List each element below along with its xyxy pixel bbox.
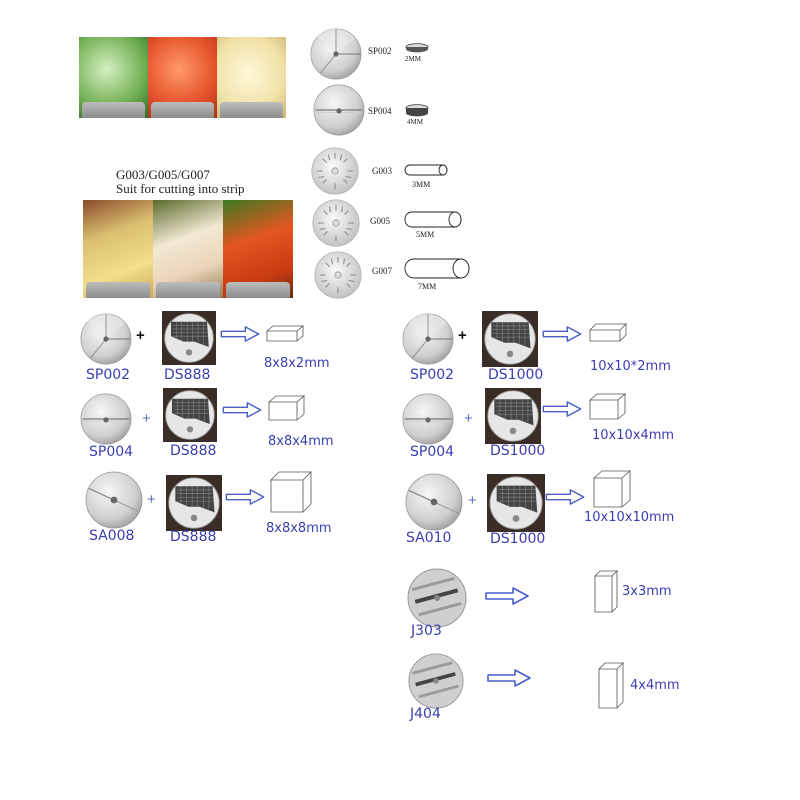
j404-blade-icon [408,653,464,709]
g007-size: 7MM [418,282,437,291]
dice-r1-result: 10x10*2mm [590,359,671,374]
ds888-grid-icon [163,388,217,442]
dice-r3-result: 10x10x10mm [584,510,675,525]
ds888-grid-icon [166,475,222,531]
strip-section-subtitle: Suit for cutting into strip [116,181,245,196]
sp002-blade-icon [310,28,362,80]
j404-code: J404 [410,706,441,722]
arrow-icon [542,401,582,417]
cucumber-slices-image [79,37,148,118]
thin-slice-icon [405,43,429,53]
strip-section-title: G003/G005/G007 [116,167,210,182]
dice-r2-result: 10x10x4mm [592,428,675,443]
j303-code: J303 [411,623,442,639]
sp002-code: SP002 [368,46,392,56]
dice-l3-blade-code: SA008 [89,528,135,544]
dice-l3-grid-code: DS888 [170,529,217,545]
carrot-strips-image [223,200,293,298]
dice-r3-grid-code: DS1000 [490,531,546,547]
dice-l3-result: 8x8x8mm [266,521,332,536]
cube-10x10x4-icon [588,393,627,420]
3mm-strip-icon [404,164,448,176]
dice-l1-result: 8x8x2mm [264,356,330,371]
cube-8x8x8-icon [270,471,312,513]
strips-photo [83,200,293,298]
j303-blade-icon [407,568,467,628]
sp004-blade-icon [313,84,365,136]
g007-code: G007 [372,266,392,276]
cube-10x10x10-icon [592,470,632,508]
plus-icon: + [136,327,145,344]
g005-size: 5MM [416,230,435,239]
g005-code: G005 [370,216,390,226]
plus-icon: + [147,491,156,508]
thick-slice-icon [405,104,429,117]
dice-r3-blade-code: SA010 [406,530,452,546]
sp002-thickness: 2MM [405,55,421,63]
g005-blade-icon [312,199,360,247]
arrow-icon [222,402,262,418]
ds888-grid-icon [162,311,216,365]
cube-10x10x2-icon [589,323,627,342]
dice-l2-blade-icon [80,393,132,445]
ds1000-grid-icon [482,311,538,367]
j303-result: 3x3mm [622,584,672,599]
dice-r1-blade-icon [402,313,454,365]
dice-r2-blade-code: SP004 [410,444,455,460]
j404-result: 4x4mm [630,678,680,693]
dice-r2-grid-code: DS1000 [490,443,546,459]
mixed-strips-image [153,200,223,298]
g003-code: G003 [372,166,392,176]
dice-r2-blade-icon [402,393,454,445]
arrow-icon [220,326,260,342]
dice-l1-blade-code: SP002 [86,367,131,383]
sa008-blade-icon [85,471,143,529]
carrot-slices-image [148,37,217,118]
5mm-strip-icon [404,211,462,228]
dice-l2-grid-code: DS888 [170,443,217,459]
ds1000-grid-icon [485,388,541,444]
dice-l2-result: 8x8x4mm [268,434,334,449]
plus-icon: + [142,410,151,427]
dice-r1-grid-code: DS1000 [488,367,544,383]
arrow-icon [486,669,532,687]
arrow-icon [225,489,265,505]
slices-photo [79,37,286,118]
stick-3x3-icon [594,570,618,613]
g003-size: 3MM [412,180,431,189]
sa010-blade-icon [405,473,463,531]
sp004-thickness: 4MM [407,118,423,126]
dice-l1-blade-icon [80,313,132,365]
g007-blade-icon [314,251,362,299]
7mm-strip-icon [404,258,470,279]
potato-strips-image [83,200,153,298]
sp004-code: SP004 [368,106,392,116]
cube-8x8x2-icon [265,325,305,342]
stick-4x4-icon [598,662,624,709]
plus-icon: + [468,492,477,509]
ds1000-grid-icon [487,474,545,532]
apple-slices-image [217,37,286,118]
arrow-icon [484,587,530,605]
arrow-icon [545,489,585,505]
arrow-icon [542,326,582,342]
dice-l2-blade-code: SP004 [89,444,134,460]
dice-l1-grid-code: DS888 [164,367,211,383]
cube-8x8x4-icon [267,395,306,421]
plus-icon: + [464,410,473,427]
plus-icon: + [458,327,467,344]
g003-blade-icon [311,147,359,195]
dice-r1-blade-code: SP002 [410,367,455,383]
